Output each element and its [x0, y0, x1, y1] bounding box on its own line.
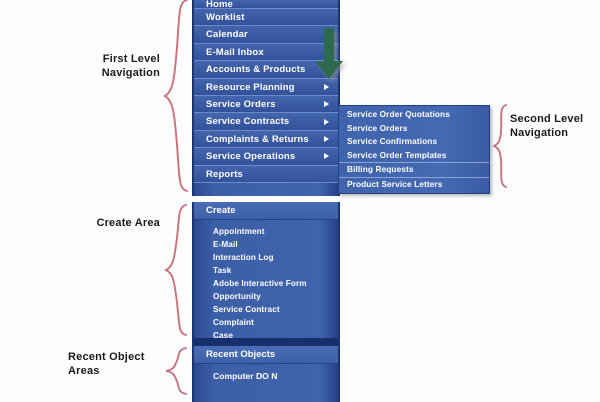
- callout-create-area: Create Area: [96, 217, 160, 229]
- recent-objects-panel: Recent Objects Computer DO N: [192, 346, 340, 402]
- create-item-label: Complaint: [213, 318, 254, 327]
- chevron-right-icon: [324, 135, 329, 142]
- nav-item-label: Calendar: [206, 29, 248, 41]
- nav-item-label: Worklist: [206, 12, 245, 23]
- recent-object-item[interactable]: Computer DO N: [194, 368, 338, 385]
- create-item-label: Adobe Interactive Form: [213, 279, 307, 288]
- submenu-item-service-confirmations[interactable]: Service Confirmations: [339, 135, 489, 149]
- recent-object-label: Computer DO N: [213, 371, 278, 381]
- brace-second-level: [492, 104, 507, 188]
- nav-item-label: E-Mail Inbox: [206, 46, 264, 58]
- brace-recent-objects: [165, 347, 187, 395]
- nav-item-complaints-and-returns[interactable]: Complaints & Returns: [194, 130, 338, 149]
- submenu-item-label: Service Confirmations: [347, 136, 438, 146]
- nav-item-resource-planning[interactable]: Resource Planning: [194, 78, 338, 96]
- nav-item-e-mail-inbox[interactable]: E-Mail Inbox: [194, 43, 338, 62]
- create-item-case[interactable]: Case: [194, 329, 338, 342]
- nav-item-calendar[interactable]: Calendar: [194, 26, 338, 44]
- create-item-label: Opportunity: [213, 292, 261, 301]
- chevron-right-icon: [324, 101, 329, 108]
- chevron-right-icon: [324, 153, 329, 160]
- nav-item-service-operations[interactable]: Service Operations: [194, 148, 338, 166]
- submenu-item-label: Billing Requests: [347, 164, 414, 174]
- brace-create-area: [164, 204, 187, 336]
- create-item-interaction-log[interactable]: Interaction Log: [194, 251, 338, 264]
- green-down-arrow-annotation: [313, 28, 347, 87]
- create-item-label: Case: [213, 331, 233, 340]
- create-item-label: Task: [213, 266, 232, 275]
- callout-recent-object-areas: Recent Object Areas: [68, 351, 145, 377]
- nav-item-reports[interactable]: Reports: [194, 165, 338, 183]
- chevron-right-icon: [324, 83, 329, 90]
- submenu-item-product-service-letters[interactable]: Product Service Letters: [339, 176, 489, 192]
- submenu-item-service-order-templates[interactable]: Service Order Templates: [339, 149, 489, 163]
- submenu-item-label: Service Orders: [347, 122, 408, 133]
- create-item-opportunity[interactable]: Opportunity: [194, 290, 338, 303]
- create-item-service-contract[interactable]: Service Contract: [194, 303, 338, 316]
- create-item-e-mail[interactable]: E-Mail: [194, 238, 338, 251]
- nav-item-label: Service Contracts: [206, 116, 290, 128]
- create-item-adobe-interactive-form[interactable]: Adobe Interactive Form: [194, 277, 338, 290]
- callout-first-level-navigation: First Level Navigation: [101, 53, 160, 79]
- nav-item-label: Resource Planning: [206, 81, 295, 93]
- recent-objects-header: Recent Objects: [194, 346, 338, 364]
- nav-item-home[interactable]: Home: [194, 0, 338, 9]
- panel-gap-divider: [192, 338, 340, 346]
- nav-item-worklist[interactable]: Worklist: [194, 9, 338, 27]
- create-item-label: Service Contract: [213, 305, 280, 314]
- submenu-item-billing-requests[interactable]: Billing Requests: [339, 162, 489, 177]
- nav-item-service-orders[interactable]: Service Orders: [194, 95, 338, 114]
- recent-objects-title: Recent Objects: [206, 349, 276, 360]
- brace-first-level: [163, 0, 188, 192]
- second-level-navigation-panel: Service Order Quotations Service Orders …: [338, 105, 490, 194]
- nav-item-label: Service Orders: [206, 98, 276, 110]
- submenu-item-service-orders[interactable]: Service Orders: [339, 122, 489, 136]
- create-area-header: Create: [194, 202, 338, 220]
- nav-item-service-contracts[interactable]: Service Contracts: [194, 113, 338, 131]
- nav-item-label: Reports: [206, 168, 243, 180]
- create-item-appointment[interactable]: Appointment: [194, 225, 338, 238]
- create-area-title: Create: [206, 205, 236, 216]
- create-area-panel: Create Appointment E-Mail Interaction Lo…: [192, 202, 340, 340]
- submenu-item-label: Product Service Letters: [347, 178, 443, 189]
- create-item-label: Appointment: [213, 227, 265, 236]
- submenu-item-service-order-quotations[interactable]: Service Order Quotations: [339, 108, 489, 122]
- nav-item-label: Complaints & Returns: [206, 133, 309, 145]
- create-item-complaint[interactable]: Complaint: [194, 316, 338, 329]
- create-item-task[interactable]: Task: [194, 264, 338, 277]
- create-item-label: E-Mail: [213, 240, 238, 249]
- first-level-navigation-panel: Home Worklist Calendar E-Mail Inbox Acco…: [192, 0, 340, 196]
- nav-item-label: Home: [206, 0, 233, 9]
- submenu-item-label: Service Order Quotations: [347, 109, 450, 119]
- nav-item-label: Service Operations: [206, 151, 296, 163]
- chevron-right-icon: [324, 118, 329, 125]
- callout-second-level-navigation: Second Level Navigation: [510, 113, 584, 139]
- create-item-label: Interaction Log: [213, 253, 274, 262]
- nav-item-label: Accounts & Products: [206, 64, 306, 76]
- submenu-item-label: Service Order Templates: [347, 149, 447, 160]
